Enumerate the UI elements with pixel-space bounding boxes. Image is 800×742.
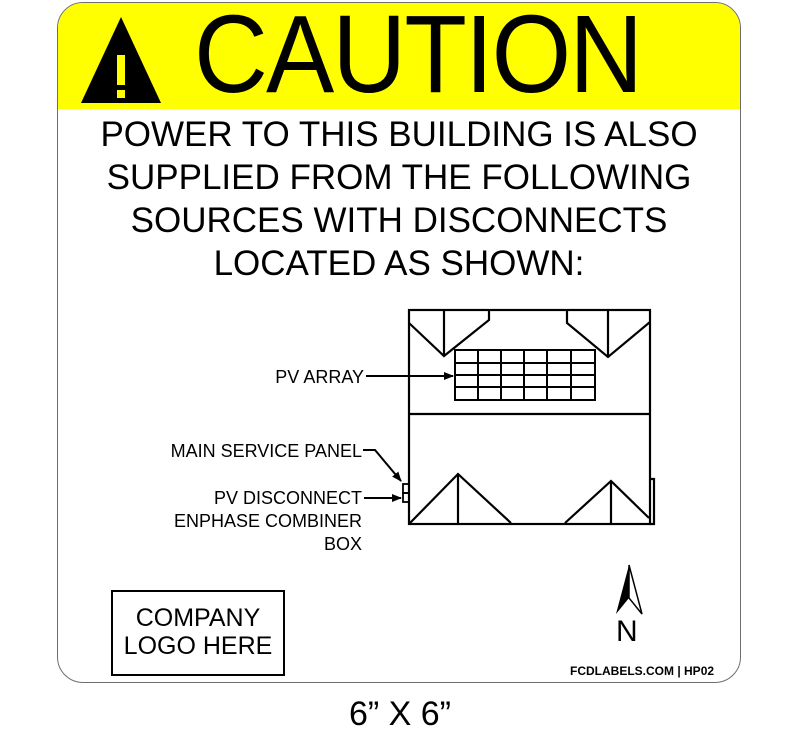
pv-disconnect-label: PV DISCONNECT: [213, 488, 362, 508]
logo-line: COMPANY: [135, 604, 261, 632]
caution-header: CAUTION: [58, 3, 740, 115]
pv-array-label: PV ARRAY: [275, 367, 364, 387]
size-caption: 6” X 6”: [348, 695, 452, 733]
brand-footer: FCDLABELS.COM | HP02: [570, 664, 715, 678]
company-logo-placeholder: COMPANY LOGO HERE: [111, 590, 285, 676]
message: POWER TO THIS BUILDING IS ALSO SUPPLIED …: [58, 113, 740, 285]
combiner-label-line1: ENPHASE COMBINER: [173, 511, 362, 531]
message-line: LOCATED AS SHOWN:: [213, 244, 585, 283]
message-line: POWER TO THIS BUILDING IS ALSO: [100, 115, 698, 154]
caution-title: CAUTION: [194, 2, 643, 116]
main-service-panel-label: MAIN SERVICE PANEL: [170, 441, 362, 461]
warning-triangle-icon: [81, 17, 161, 103]
north-label: N: [616, 615, 638, 648]
combiner-label-line2: BOX: [323, 534, 362, 554]
logo-line: LOGO HERE: [123, 632, 273, 660]
caution-sign: CAUTION POWER TO THIS BUILDING IS ALSO S…: [57, 2, 741, 683]
message-line: SOURCES WITH DISCONNECTS: [130, 201, 668, 240]
message-line: SUPPLIED FROM THE FOLLOWING: [106, 158, 692, 197]
